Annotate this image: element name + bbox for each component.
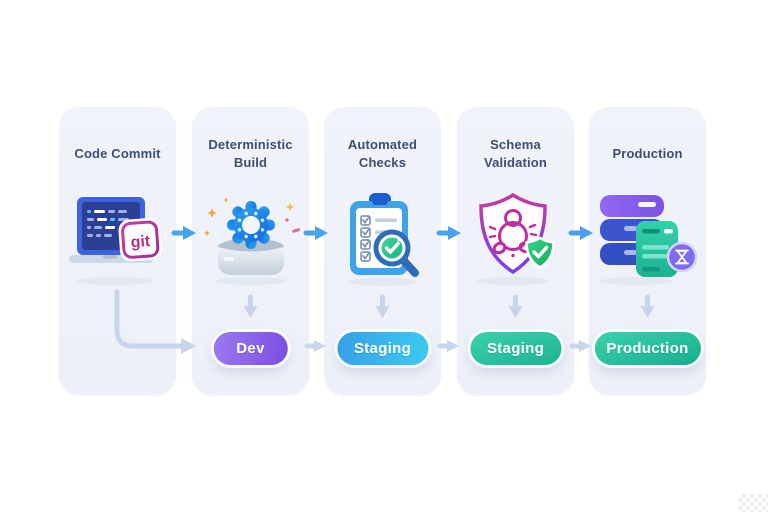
env-pill-staging: Staging <box>336 332 429 365</box>
env-pill-production: Production <box>594 332 701 365</box>
stage-title: Production <box>612 146 683 162</box>
git-badge-label: git <box>130 233 151 251</box>
stage-title: Automated Checks <box>347 137 418 170</box>
build-gear-box-icon <box>196 191 306 287</box>
emphasis-dashes <box>488 223 537 239</box>
watermark <box>738 494 768 512</box>
stage-card-deterministic-build: Deterministic Build <box>192 107 309 395</box>
stage-title: Schema Validation <box>484 137 547 170</box>
env-pill-staging: Staging <box>469 332 562 365</box>
laptop-git-icon: git <box>63 191 173 287</box>
stage-card-automated-checks: Automated Checks <box>324 107 441 395</box>
magnifier-check <box>373 229 419 277</box>
hourglass-badge <box>666 241 697 273</box>
git-badge: git <box>118 218 162 262</box>
check-shield-badge <box>524 236 555 269</box>
stage-card-schema-validation: Schema Validation <box>457 107 574 395</box>
stage-title: Code Commit <box>74 146 161 162</box>
checklist-magnifier-icon <box>328 191 438 287</box>
server-stack-icon <box>588 191 708 287</box>
gear-dots <box>237 211 264 239</box>
code-lines <box>86 210 129 237</box>
stage-card-code-commit: Code Commit <box>59 107 176 395</box>
server-teal-front <box>635 221 678 277</box>
shield-validation-icon <box>461 191 571 287</box>
sparkles <box>203 197 300 237</box>
stage-card-production: Production <box>589 107 706 395</box>
env-pill-dev: Dev <box>213 332 288 365</box>
stage-title: Deterministic Build <box>208 137 293 170</box>
